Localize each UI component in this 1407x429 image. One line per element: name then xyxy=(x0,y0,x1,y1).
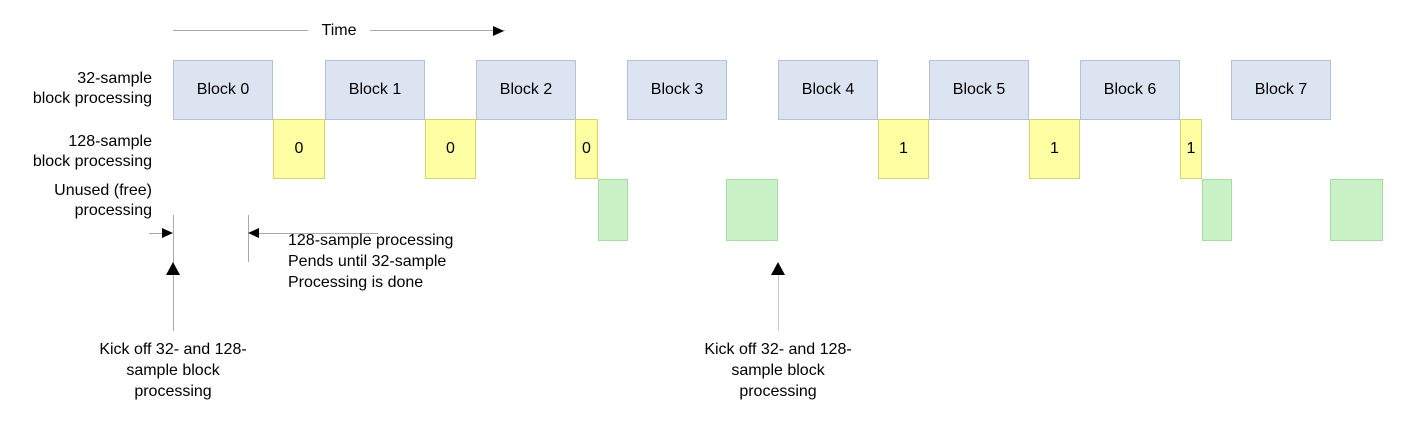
pend-note-line2: Pends until 32-sample xyxy=(288,253,447,270)
block-32-5: Block 5 xyxy=(929,60,1029,120)
block-128-0: 0 xyxy=(273,119,325,179)
free-block-1 xyxy=(726,179,778,241)
dimension-arrow-left-shaft xyxy=(149,233,163,234)
row-label-128-sample-line1: 128-sample xyxy=(68,133,152,150)
row-label-32-sample-line2: block processing xyxy=(32,90,152,107)
free-block-2 xyxy=(1202,179,1232,241)
kickoff-note-first-line3: processing xyxy=(134,383,212,400)
kickoff-note-first: Kick off 32- and 128- sample block proce… xyxy=(53,339,293,402)
row-label-unused-free-line2: processing xyxy=(74,202,152,219)
dimension-arrowhead-left-icon xyxy=(248,228,259,238)
block-32-2: Block 2 xyxy=(476,60,576,120)
row-label-unused-free: Unused (free) processing xyxy=(0,181,152,221)
time-axis-arrowhead-icon xyxy=(493,26,504,36)
block-32-6: Block 6 xyxy=(1080,60,1180,120)
block-128-1: 0 xyxy=(425,119,476,179)
block-32-3: Block 3 xyxy=(627,60,727,120)
row-label-128-sample-line2: block processing xyxy=(32,153,152,170)
block-32-4: Block 4 xyxy=(778,60,878,120)
block-32-1: Block 1 xyxy=(325,60,425,120)
kickoff-note-first-line1: Kick off 32- and 128- xyxy=(99,341,247,358)
row-label-32-sample-line1: 32-sample xyxy=(77,70,152,87)
kickoff-note-second-line1: Kick off 32- and 128- xyxy=(704,341,852,358)
kickoff-note-first-line2: sample block xyxy=(126,362,220,379)
dimension-tick-right xyxy=(248,215,249,262)
pend-note: 128-sample processing Pends until 32-sam… xyxy=(288,230,453,293)
time-axis-label: Time xyxy=(308,21,370,41)
block-128-4: 1 xyxy=(1029,119,1080,179)
pend-note-line3: Processing is done xyxy=(288,274,424,291)
pend-note-line1: 128-sample processing xyxy=(288,232,454,249)
block-128-2: 0 xyxy=(575,119,598,179)
block-128-5: 1 xyxy=(1180,119,1202,179)
dimension-arrowhead-right-icon xyxy=(162,228,173,238)
kickoff-note-second: Kick off 32- and 128- sample block proce… xyxy=(658,339,898,402)
kickoff-arrowhead-first-icon xyxy=(166,262,180,275)
free-block-3 xyxy=(1330,179,1383,241)
kickoff-arrowhead-second-icon xyxy=(771,262,785,275)
block-32-0: Block 0 xyxy=(173,60,273,120)
kickoff-note-second-line3: processing xyxy=(739,383,817,400)
kickoff-note-second-line2: sample block xyxy=(731,362,825,379)
block-128-3: 1 xyxy=(878,119,929,179)
row-label-32-sample: 32-sample block processing xyxy=(0,69,152,109)
kickoff-arrow-second-shaft xyxy=(778,271,779,331)
block-32-7: Block 7 xyxy=(1231,60,1331,120)
row-label-128-sample: 128-sample block processing xyxy=(0,132,152,172)
free-block-0 xyxy=(598,179,628,241)
dimension-arrow-right-shaft xyxy=(259,233,378,234)
row-label-unused-free-line1: Unused (free) xyxy=(54,182,152,199)
